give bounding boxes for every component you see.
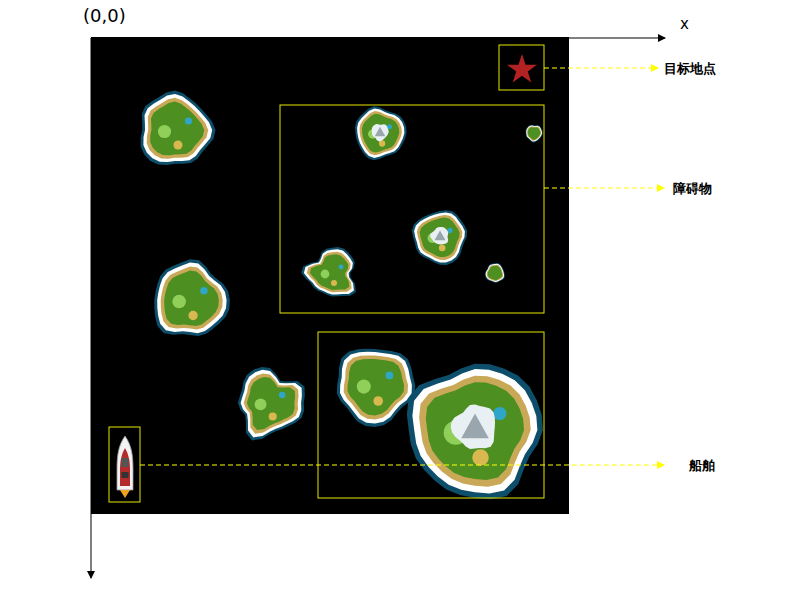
island-part xyxy=(255,398,267,410)
island-part xyxy=(339,265,344,270)
island-part xyxy=(344,355,408,419)
island-part xyxy=(485,263,505,283)
callout-label: 障碍物 xyxy=(672,181,713,196)
island-part xyxy=(487,265,503,281)
island-part xyxy=(412,210,467,265)
island-part xyxy=(527,126,541,140)
island-part xyxy=(430,227,448,245)
island-part xyxy=(172,295,186,309)
island-part xyxy=(307,252,352,292)
island-part xyxy=(461,414,489,439)
axis-label: x xyxy=(680,17,689,32)
island-part xyxy=(372,124,389,142)
island-part xyxy=(200,287,207,294)
island-part xyxy=(472,449,489,466)
islands xyxy=(141,91,543,500)
island-part xyxy=(386,372,394,380)
y-axis xyxy=(91,38,92,578)
island-part xyxy=(164,271,219,327)
island-part xyxy=(279,392,285,398)
island-part xyxy=(439,245,446,252)
island-part xyxy=(407,364,543,500)
island-part xyxy=(419,376,531,487)
island-part xyxy=(147,98,208,159)
island-part xyxy=(238,367,305,441)
island-part xyxy=(355,106,407,160)
island-part xyxy=(375,127,386,136)
ship xyxy=(117,436,133,498)
axis-label: (0,0) xyxy=(83,7,126,25)
island-part xyxy=(244,373,299,433)
island-part xyxy=(417,215,462,260)
island-part xyxy=(269,412,277,420)
island-part xyxy=(161,267,223,330)
island-part xyxy=(154,259,230,336)
leader-line xyxy=(544,187,664,188)
island-part xyxy=(337,349,415,427)
island-part xyxy=(362,114,399,153)
target-star xyxy=(507,54,537,82)
target-box xyxy=(499,45,544,90)
island-part xyxy=(373,396,383,406)
leader-line xyxy=(140,464,664,465)
island-part xyxy=(493,407,506,420)
ship-box xyxy=(109,427,140,502)
island-part xyxy=(451,405,495,449)
island-part xyxy=(174,141,183,150)
island-part xyxy=(526,126,542,142)
island-part xyxy=(414,212,465,262)
island-part xyxy=(247,377,295,430)
island-part xyxy=(528,127,540,140)
callout-label: 目标地点 xyxy=(663,61,717,76)
island-part xyxy=(420,218,460,258)
island-part xyxy=(143,94,212,162)
x-axis xyxy=(91,38,665,39)
island-part xyxy=(360,111,402,155)
island-part xyxy=(188,311,197,320)
island-part xyxy=(150,102,204,156)
island-part xyxy=(301,247,356,296)
island-part xyxy=(435,230,446,240)
island-part xyxy=(357,380,371,394)
island-part xyxy=(304,249,354,294)
island-part xyxy=(488,266,503,280)
island-part xyxy=(412,369,537,494)
island-part xyxy=(526,125,543,142)
island-part xyxy=(340,352,412,424)
island-part xyxy=(331,280,337,286)
island-part xyxy=(321,270,330,279)
island-part xyxy=(185,117,192,124)
sea-area xyxy=(91,37,569,514)
island-part xyxy=(158,125,171,138)
leader-line xyxy=(544,67,658,68)
obstacle-box xyxy=(280,105,544,313)
obstacle-box xyxy=(318,332,544,498)
island-part xyxy=(486,264,504,282)
island-part xyxy=(241,370,302,438)
callout-label: 船舶 xyxy=(688,458,716,473)
island-part xyxy=(310,254,349,290)
island-part xyxy=(348,359,405,416)
island-part xyxy=(157,263,226,334)
island-part xyxy=(357,109,404,159)
island-part xyxy=(141,91,216,165)
